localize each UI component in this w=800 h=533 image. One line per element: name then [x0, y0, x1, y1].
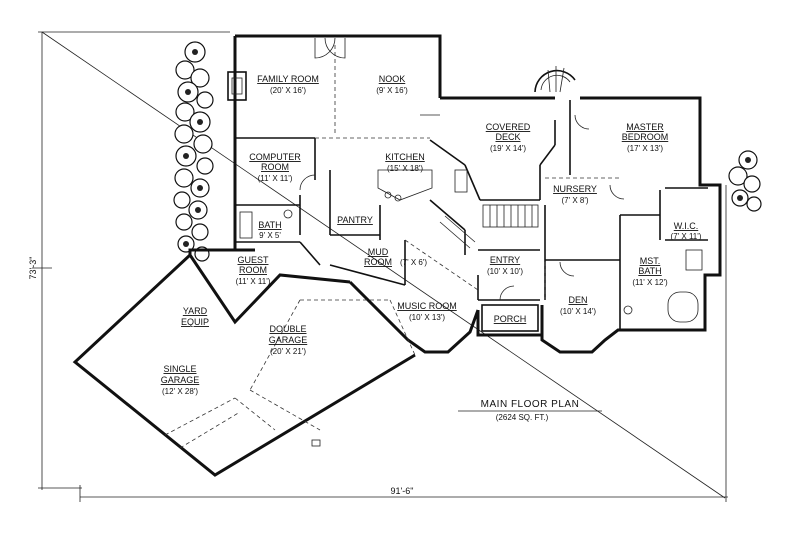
- plan-area: (2624 SQ. FT.): [496, 413, 549, 422]
- room-mud-room-size: (7' X 6'): [400, 258, 427, 267]
- room-master-bedroom-name-line1: MASTER: [626, 122, 664, 132]
- plan-title-block: MAIN FLOOR PLAN (2624 SQ. FT.): [458, 399, 602, 422]
- room-nook-name: NOOK: [379, 74, 406, 84]
- room-pantry-name: PANTRY: [337, 215, 373, 225]
- room-music-room-name: MUSIC ROOM: [397, 301, 457, 311]
- landscaping-left: [173, 41, 214, 262]
- room-computer-room-name-line1: COMPUTER: [249, 152, 301, 162]
- porch-outline: [481, 304, 539, 332]
- room-mst-bath-size: (11' X 12'): [632, 278, 668, 287]
- room-mst-bath-name: BATH: [638, 266, 661, 276]
- room-mst-bath-name-line1: MST.: [640, 256, 661, 266]
- doors: [299, 37, 625, 301]
- exterior-walls: [72, 34, 722, 477]
- room-mud-room-name-line1: MUD: [368, 247, 389, 257]
- room-labels: FAMILY ROOM (20' X 16') NOOK (9' X 16') …: [161, 74, 702, 396]
- room-bath-size: 9' X 5': [259, 231, 281, 240]
- room-family-room-name: FAMILY ROOM: [257, 74, 319, 84]
- spiral-stair: [534, 66, 576, 93]
- dimension-lines: [32, 31, 728, 502]
- room-nook-size: (9' X 16'): [376, 86, 408, 95]
- garage-detail: [164, 299, 416, 449]
- room-double-garage-name: GARAGE: [269, 335, 308, 345]
- room-wic-size: (7' X 11'): [671, 232, 702, 241]
- room-mud-room-name: ROOM: [364, 257, 392, 267]
- room-kitchen-size: (15' X 18'): [387, 164, 423, 173]
- room-entry-name: ENTRY: [490, 255, 520, 265]
- room-double-garage-name-line1: DOUBLE: [269, 324, 306, 334]
- overall-width-dimension: 91'-6": [391, 486, 414, 496]
- room-yard-equip-name-line1: YARD: [183, 306, 208, 316]
- room-covered-deck-name: DECK: [495, 132, 520, 142]
- room-porch-name: PORCH: [494, 314, 527, 324]
- room-single-garage-name: GARAGE: [161, 375, 200, 385]
- dashed-separators: [315, 45, 620, 300]
- room-single-garage-size: (12' X 28'): [162, 387, 198, 396]
- room-guest-room-name: ROOM: [239, 265, 267, 275]
- room-guest-room-name-line1: GUEST: [237, 255, 269, 265]
- room-kitchen-name: KITCHEN: [385, 152, 425, 162]
- bath-fixtures: [239, 209, 703, 323]
- room-family-room-size: (20' X 16'): [270, 86, 306, 95]
- room-computer-room-size: (11' X 11'): [258, 174, 293, 183]
- room-covered-deck-name-line1: COVERED: [486, 122, 531, 132]
- landscaping-right: [728, 150, 762, 212]
- room-music-room-size: (10' X 13'): [409, 313, 445, 322]
- room-computer-room-name: ROOM: [261, 162, 289, 172]
- main-stair: [439, 204, 539, 249]
- room-den-size: (10' X 14'): [560, 307, 596, 316]
- interior-walls: [235, 100, 708, 330]
- room-wic-name: W.I.C.: [674, 221, 699, 231]
- room-covered-deck-size: (19' X 14'): [490, 144, 526, 153]
- room-entry-size: (10' X 10'): [487, 267, 523, 276]
- overall-depth-dimension: 73'-3": [28, 257, 38, 280]
- room-nursery-size: (7' X 8'): [561, 196, 588, 205]
- fireplace-icon: [227, 71, 247, 101]
- kitchen-fixtures: [377, 169, 468, 202]
- room-guest-room-size: (11' X 11'): [236, 277, 271, 286]
- room-yard-equip-name: EQUIP: [181, 317, 209, 327]
- room-master-bedroom-name: BEDROOM: [622, 132, 669, 142]
- room-bath-name: BATH: [258, 220, 281, 230]
- room-single-garage-name-line1: SINGLE: [163, 364, 196, 374]
- room-den-name: DEN: [568, 295, 587, 305]
- plan-title: MAIN FLOOR PLAN: [481, 399, 580, 410]
- room-double-garage-size: (20' X 21'): [270, 347, 306, 356]
- room-master-bedroom-size: (17' X 13'): [627, 144, 663, 153]
- room-nursery-name: NURSERY: [553, 184, 597, 194]
